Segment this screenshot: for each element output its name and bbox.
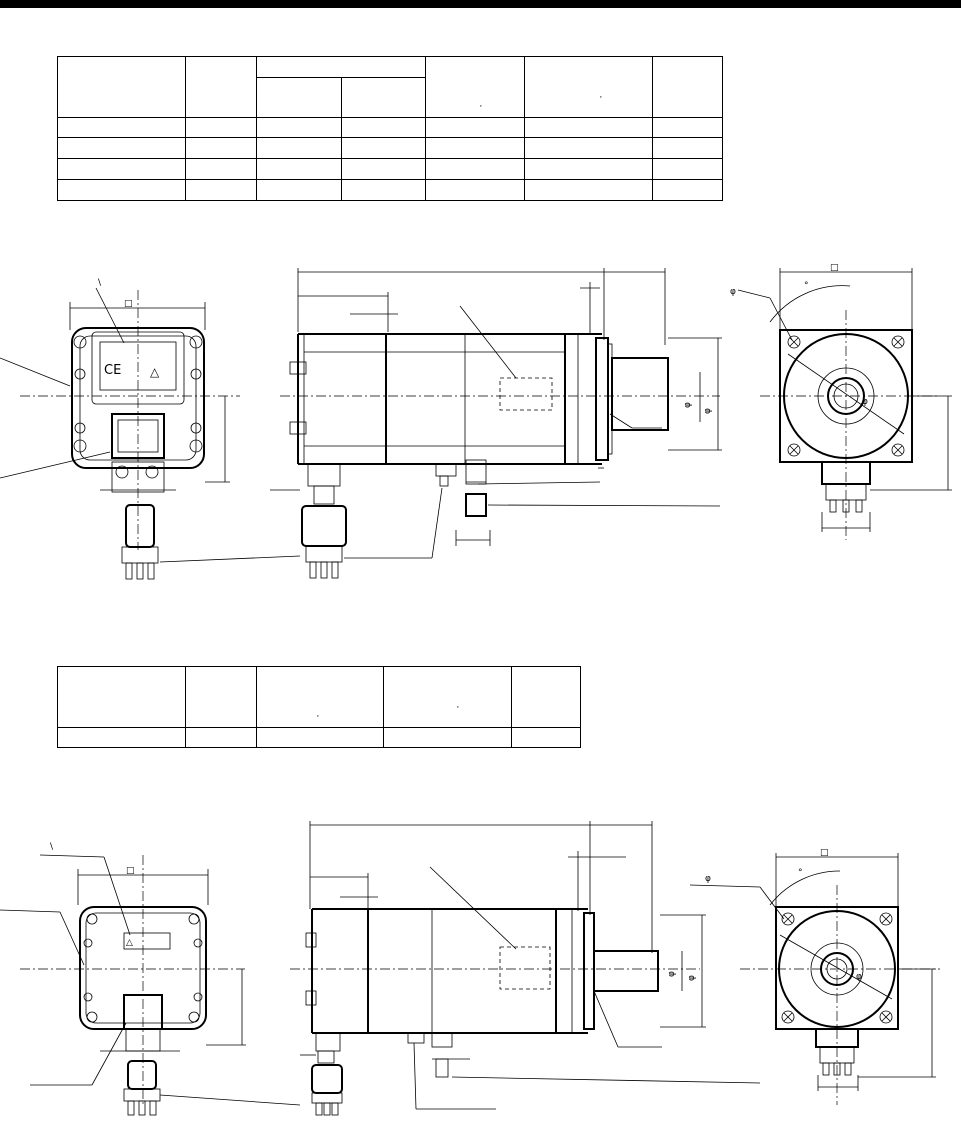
table-dot: · <box>479 100 483 112</box>
header-cell <box>652 56 723 118</box>
dimension-table-1 <box>57 56 723 201</box>
header-cell <box>57 666 186 728</box>
square-symbol: □ <box>830 263 839 273</box>
header-cell <box>57 56 186 118</box>
motor-drawing-upper: □ \ CE △ <box>0 263 952 580</box>
side-view-upper: φ φ <box>270 268 722 579</box>
square-symbol: □ <box>124 299 133 309</box>
front-view-upper: □ φ ° φ <box>730 263 952 540</box>
diameter-symbol: φ <box>705 874 711 884</box>
diameter-symbol: φ <box>687 975 697 981</box>
table-dot: · <box>599 91 603 103</box>
degree-symbol: ° <box>798 868 803 878</box>
motor-drawing-lower: □ \ △ <box>0 821 940 1116</box>
table-cell <box>57 117 186 138</box>
header-cell <box>255 56 427 78</box>
table-dot: · <box>316 710 320 722</box>
table-cell <box>57 137 186 159</box>
dimension-table-2 <box>57 666 581 748</box>
header-cell <box>255 77 342 118</box>
square-symbol: □ <box>820 848 829 858</box>
lead-mark: \ <box>98 278 102 288</box>
ce-mark: CE <box>104 363 121 378</box>
warning-symbol: △ <box>126 938 133 948</box>
rear-view-lower: □ \ △ <box>0 842 301 1116</box>
header-cell <box>524 56 654 118</box>
front-view-lower: □ φ ° φ <box>689 848 940 1105</box>
table-cell <box>57 179 186 201</box>
top-rule <box>0 0 961 8</box>
diameter-symbol: φ <box>730 287 736 297</box>
header-cell <box>425 56 526 118</box>
square-symbol: □ <box>126 866 135 876</box>
diameter-symbol: φ <box>856 972 862 982</box>
diameter-symbol: φ <box>683 402 693 408</box>
table-cell <box>57 158 186 180</box>
header-cell <box>340 77 427 118</box>
diameter-symbol: φ <box>667 971 677 977</box>
lead-mark: \ <box>50 842 54 852</box>
diameter-symbol: φ <box>862 397 868 407</box>
diameter-symbol: φ <box>703 408 713 414</box>
side-view-lower: φ φ <box>290 821 761 1116</box>
table-cell <box>57 727 186 748</box>
rear-view-upper: □ \ CE △ <box>0 278 301 580</box>
degree-symbol: ° <box>804 281 809 291</box>
header-cell <box>184 56 257 118</box>
warning-symbol: △ <box>150 365 160 379</box>
table-dot: · <box>456 701 460 713</box>
